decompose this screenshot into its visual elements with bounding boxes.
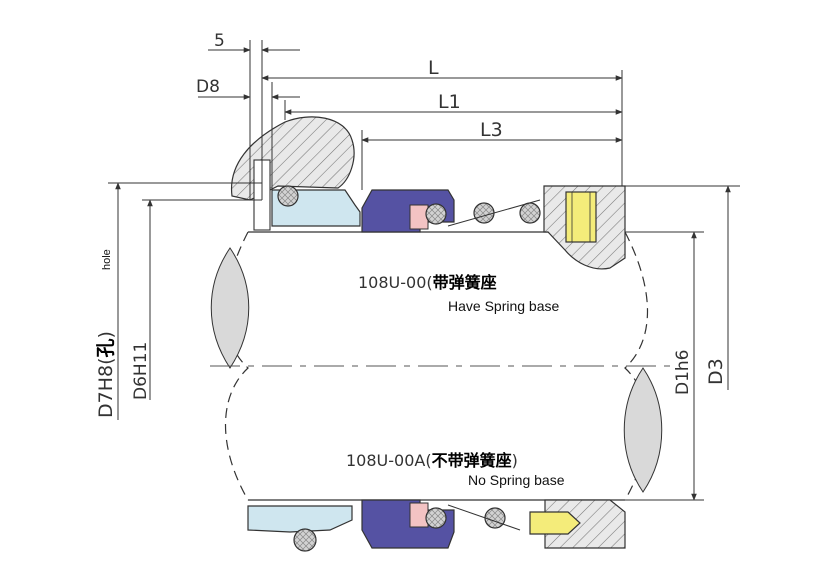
dim-d7-group: D7H8(孔) hole xyxy=(95,249,117,418)
dim-l1: L1 xyxy=(438,91,461,113)
wedge-o-ring xyxy=(425,203,447,225)
seat-o-ring-bottom xyxy=(293,528,317,552)
wedge-o-ring-bottom xyxy=(425,507,447,529)
dimension-lines xyxy=(108,40,740,501)
variant-with-base-model: 108U-00(带弹簧座 xyxy=(358,273,497,292)
variant-without-base-en: No Spring base xyxy=(468,472,565,488)
variant-with-base-cn: 带弹簧座 xyxy=(433,273,497,292)
dim-d7-hole-en: hole xyxy=(101,249,113,270)
dim-d7-close: ) xyxy=(95,331,117,338)
face-insert xyxy=(409,204,429,230)
spring-coil-bottom xyxy=(484,507,506,529)
seat-o-ring xyxy=(277,185,299,207)
bottom-seal-assembly xyxy=(247,499,626,552)
set-screw xyxy=(565,191,597,243)
dim-d7-hole-cn: 孔 xyxy=(95,338,117,357)
variant-without-base-model: 108U-00A(不带弹簧座) xyxy=(346,451,518,470)
dim-d1: D1h6 xyxy=(673,350,693,396)
face-insert-bottom xyxy=(409,502,429,528)
spring-line xyxy=(447,199,541,227)
spring-coil xyxy=(519,202,541,224)
spring-coil xyxy=(473,202,495,224)
stationary-seat-bottom xyxy=(247,505,353,533)
dim-d6: D6H11 xyxy=(131,342,151,400)
dim-d8: D8 xyxy=(196,77,220,97)
shaft-break-lens-left xyxy=(210,247,250,369)
dim-l: L xyxy=(428,57,439,79)
svg-text:D7H8(孔): D7H8(孔) xyxy=(95,331,117,418)
dim-d3: D3 xyxy=(705,358,727,385)
dim-5: 5 xyxy=(214,31,225,51)
set-screw-bottom xyxy=(529,511,581,535)
variant-without-base-cn: 不带弹簧座 xyxy=(432,451,512,470)
dim-d7: D7H8( xyxy=(95,357,117,418)
dim-l3: L3 xyxy=(480,119,503,141)
variant-with-base-en: Have Spring base xyxy=(448,298,560,314)
shaft-break-lens-right xyxy=(623,367,663,493)
